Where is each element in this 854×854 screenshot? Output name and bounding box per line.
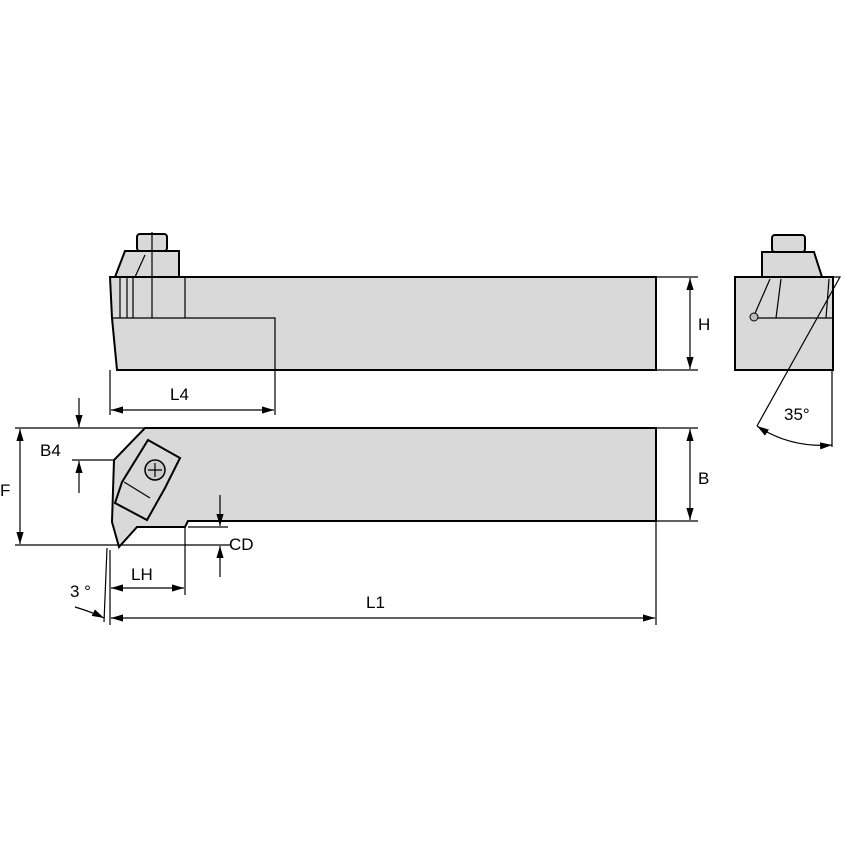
dimension-cd: CD <box>188 495 254 577</box>
label-3-degree: 3 ° <box>70 582 91 601</box>
label-lh: LH <box>131 565 153 584</box>
dimension-b4: B4 <box>15 398 145 493</box>
top-view <box>108 232 657 371</box>
label-b: B <box>698 469 709 488</box>
dimension-b: B <box>656 427 709 522</box>
label-h: H <box>698 315 710 334</box>
dimension-l1: L1 <box>111 521 657 625</box>
label-35-degree: 35° <box>784 405 810 424</box>
dimension-lh: LH <box>109 527 186 625</box>
end-view: 35° <box>734 234 842 450</box>
label-l4: L4 <box>170 385 189 404</box>
bottom-view <box>110 427 657 550</box>
dimension-l4: L4 <box>109 370 276 415</box>
label-l1: L1 <box>366 593 385 612</box>
dimension-h: H <box>656 276 710 371</box>
label-f: F <box>0 481 10 500</box>
dimension-3-degree: 3 ° <box>70 547 108 623</box>
label-cd: CD <box>229 535 254 554</box>
dimension-f: F <box>0 429 230 546</box>
label-b4: B4 <box>40 441 61 460</box>
